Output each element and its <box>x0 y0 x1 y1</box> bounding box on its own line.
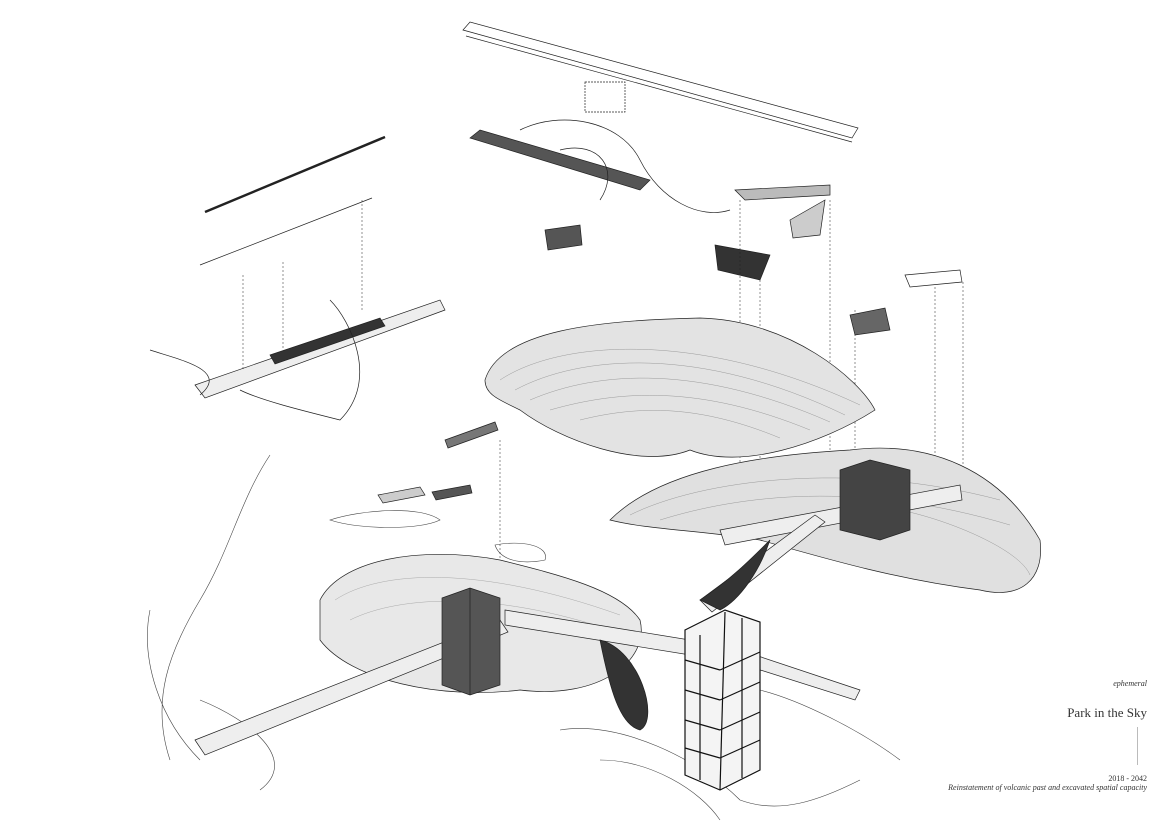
project-subtitle: Reinstatement of volcanic past and excav… <box>948 783 1147 792</box>
divider <box>1137 727 1138 765</box>
left-platform <box>149 299 446 421</box>
dark-box <box>441 587 501 696</box>
upper-rail <box>204 135 386 214</box>
grid-tower <box>684 609 761 791</box>
upper-landform <box>484 317 876 458</box>
project-title: Park in the Sky <box>1067 705 1147 720</box>
project-label: ephemeral <box>1113 679 1147 688</box>
project-years: 2018 - 2042 <box>1108 774 1147 783</box>
upper-slab <box>469 129 651 191</box>
black-cube <box>839 459 911 541</box>
roof-truss <box>462 21 859 143</box>
